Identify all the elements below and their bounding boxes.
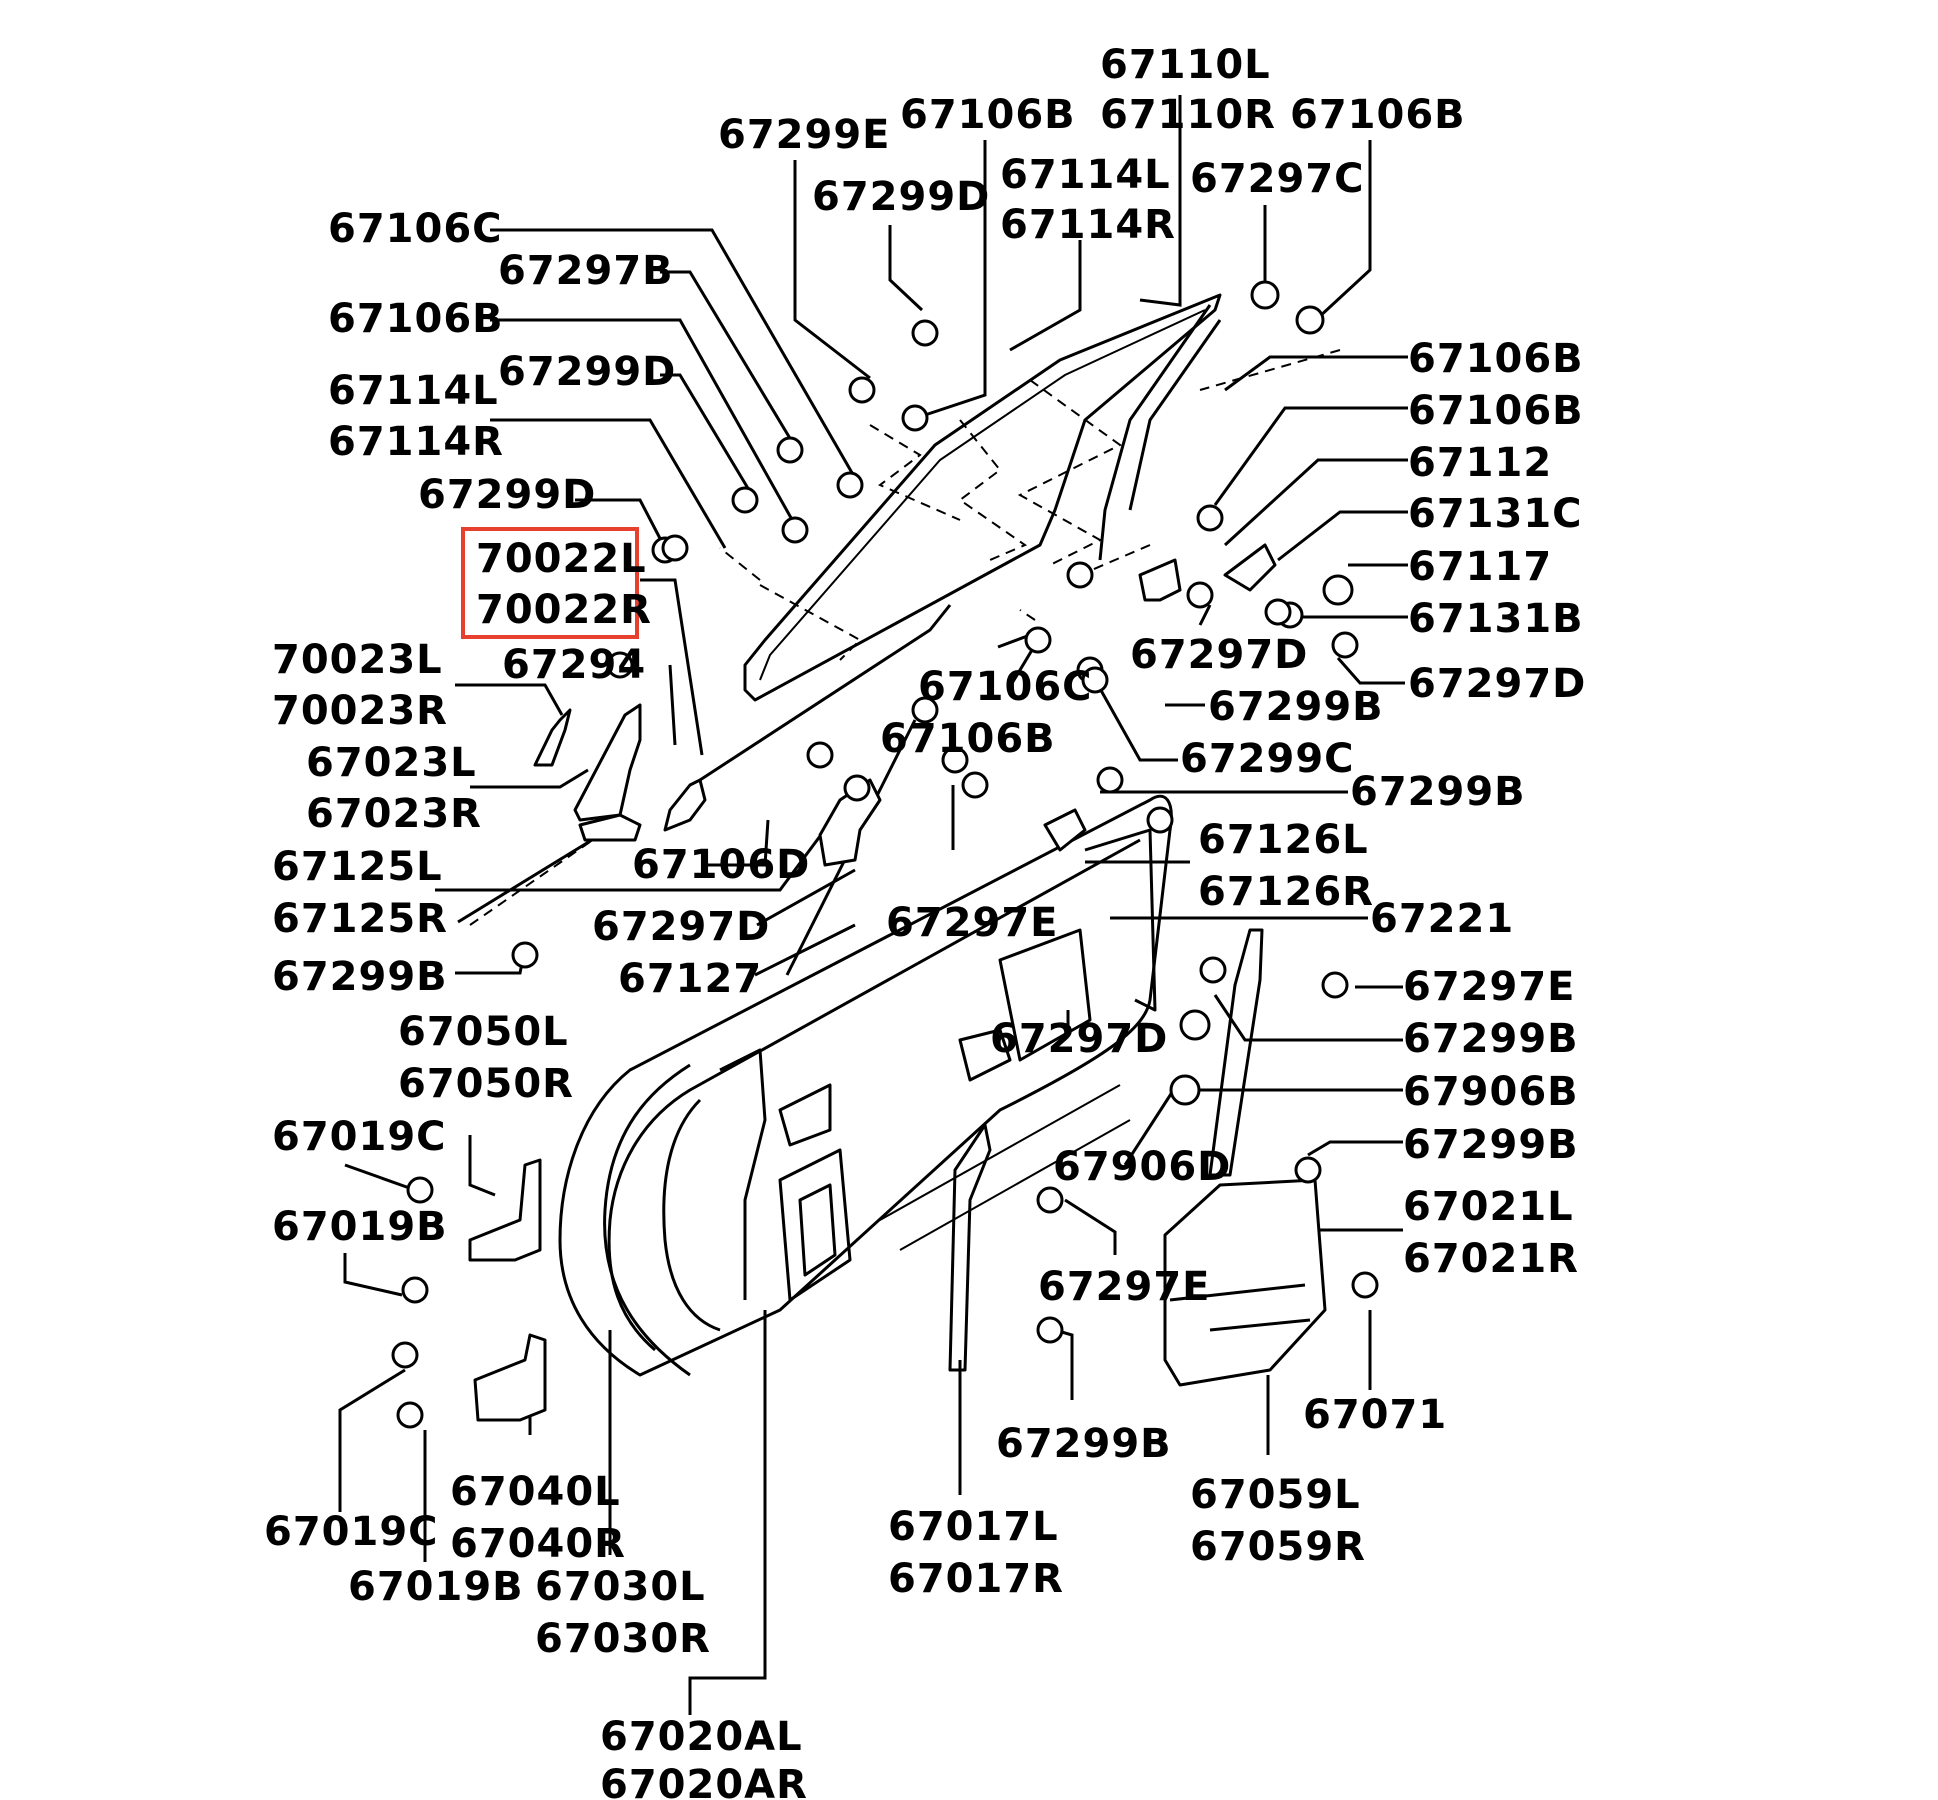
label-67297D: 67297D xyxy=(592,904,770,950)
label-67125R: 67125R xyxy=(272,896,448,942)
label-67297B: 67297B xyxy=(498,248,674,294)
label-67299D: 67299D xyxy=(498,349,676,395)
fasteners xyxy=(391,280,1379,1429)
label-67106D: 67106D xyxy=(632,842,810,888)
label-67110R: 67110R xyxy=(1100,92,1276,138)
label-67019B: 67019B xyxy=(348,1564,524,1610)
label-67059R: 67059R xyxy=(1190,1524,1366,1570)
label-67019C: 67019C xyxy=(272,1114,447,1160)
assembly-dashed-lines xyxy=(469,349,1341,926)
label-67020AL: 67020AL xyxy=(600,1714,803,1760)
label-67126R: 67126R xyxy=(1198,869,1374,915)
label-67299E: 67299E xyxy=(718,112,890,158)
label-67297C: 67297C xyxy=(1190,156,1365,202)
label-67050L: 67050L xyxy=(398,1009,569,1055)
label-67106C: 67106C xyxy=(328,206,503,252)
door-weatherstrip xyxy=(603,1063,691,1377)
label-67126L: 67126L xyxy=(1198,817,1369,863)
label-67127: 67127 xyxy=(618,956,762,1002)
label-67297D: 67297D xyxy=(990,1016,1168,1062)
label-67017L: 67017L xyxy=(888,1504,1059,1550)
label-67114L: 67114L xyxy=(328,368,499,414)
latch-bracket xyxy=(818,543,1277,867)
label-67019C: 67019C xyxy=(264,1509,439,1555)
label-67299D: 67299D xyxy=(812,174,990,220)
label-70023L: 70023L xyxy=(272,637,443,683)
label-70022R: 70022R xyxy=(476,587,652,633)
label-67299B: 67299B xyxy=(1208,684,1384,730)
window-regulator xyxy=(1163,1178,1327,1387)
door-panel xyxy=(558,794,1173,1377)
label-67297E: 67297E xyxy=(886,900,1058,946)
label-67106C: 67106C xyxy=(918,664,1093,710)
label-67221: 67221 xyxy=(1370,896,1514,942)
door-frame-sash xyxy=(699,304,1222,782)
label-67059L: 67059L xyxy=(1190,1472,1361,1518)
label-67112: 67112 xyxy=(1408,440,1552,486)
label-67019B: 67019B xyxy=(272,1204,448,1250)
label-67050R: 67050R xyxy=(398,1061,574,1107)
label-67023R: 67023R xyxy=(306,791,482,837)
label-67299B: 67299B xyxy=(1350,769,1526,815)
label-67131C: 67131C xyxy=(1408,491,1583,537)
label-67297D: 67297D xyxy=(1408,661,1586,707)
label-67299B: 67299B xyxy=(996,1421,1172,1467)
label-67131B: 67131B xyxy=(1408,596,1584,642)
label-67106B: 67106B xyxy=(1290,92,1466,138)
label-67040R: 67040R xyxy=(450,1521,626,1567)
label-67017R: 67017R xyxy=(888,1556,1064,1602)
label-67110L: 67110L xyxy=(1100,42,1271,88)
label-67020AR: 67020AR xyxy=(600,1762,808,1800)
label-67106B: 67106B xyxy=(900,92,1076,138)
label-67906D: 67906D xyxy=(1053,1144,1231,1190)
label-67299D: 67299D xyxy=(418,472,596,518)
label-67114L: 67114L xyxy=(1000,152,1171,198)
label-70022L: 70022L xyxy=(476,536,647,582)
label-67117: 67117 xyxy=(1408,544,1552,590)
label-67106B: 67106B xyxy=(880,716,1056,762)
label-67071: 67071 xyxy=(1303,1392,1447,1438)
label-67114R: 67114R xyxy=(1000,202,1176,248)
label-67030R: 67030R xyxy=(535,1616,711,1662)
label-67125L: 67125L xyxy=(272,844,443,890)
door-glass xyxy=(743,293,1222,702)
label-67106B: 67106B xyxy=(328,296,504,342)
part-labels: 67110L 67110R 67106B 67106B 67299E 67114… xyxy=(264,42,1586,1800)
label-67114R: 67114R xyxy=(328,419,504,465)
label-67299B: 67299B xyxy=(272,954,448,1000)
delta-mirror-mount xyxy=(533,703,707,842)
label-67299C: 67299C xyxy=(1180,736,1355,782)
label-67906B: 67906B xyxy=(1403,1069,1579,1115)
hinges xyxy=(468,1158,547,1422)
label-67023L: 67023L xyxy=(306,740,477,786)
label-67021R: 67021R xyxy=(1403,1236,1579,1282)
label-67030L: 67030L xyxy=(535,1564,706,1610)
label-67297D: 67297D xyxy=(1130,632,1308,678)
label-67297E: 67297E xyxy=(1403,964,1575,1010)
label-67106B: 67106B xyxy=(1408,388,1584,434)
label-67021L: 67021L xyxy=(1403,1184,1574,1230)
label-70023R: 70023R xyxy=(272,688,448,734)
label-67299B: 67299B xyxy=(1403,1122,1579,1168)
label-67294: 67294 xyxy=(502,642,646,688)
label-67040L: 67040L xyxy=(450,1469,621,1515)
label-67297E: 67297E xyxy=(1038,1264,1210,1310)
label-67299B: 67299B xyxy=(1403,1016,1579,1062)
highlight-box xyxy=(461,527,639,639)
window-channels xyxy=(948,928,1264,1372)
label-67106B: 67106B xyxy=(1408,336,1584,382)
